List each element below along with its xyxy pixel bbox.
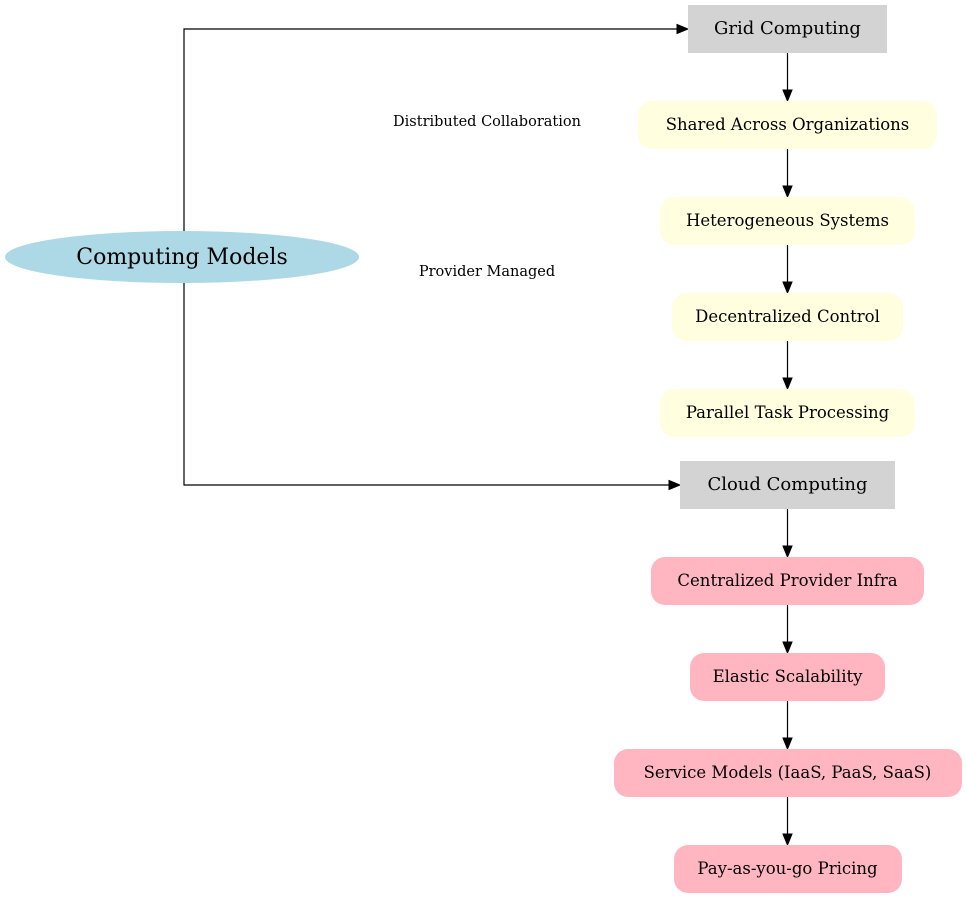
node-label: Grid Computing: [714, 18, 861, 39]
arrowhead-icon: [782, 737, 793, 751]
edges-grid-chain: [782, 53, 793, 391]
node-label: Heterogeneous Systems: [686, 211, 889, 230]
arrowhead-icon: [782, 281, 793, 295]
node-grid-computing[interactable]: Grid Computing: [688, 5, 887, 53]
node-centralized-provider-infra[interactable]: Centralized Provider Infra: [651, 557, 924, 605]
arrowhead-icon: [782, 833, 793, 847]
edges-cloud-chain: [782, 509, 793, 847]
arrowhead-icon: [782, 377, 793, 391]
node-pay-as-you-go-pricing[interactable]: Pay-as-you-go Pricing: [674, 845, 902, 893]
node-elastic-scalability[interactable]: Elastic Scalability: [690, 653, 885, 701]
node-cloud-computing[interactable]: Cloud Computing: [680, 461, 895, 509]
node-label: Cloud Computing: [707, 474, 867, 495]
node-label: Shared Across Organizations: [666, 115, 910, 134]
edge-label-provider-managed: Provider Managed: [419, 264, 555, 280]
node-label: Elastic Scalability: [713, 667, 864, 686]
node-label: Decentralized Control: [695, 307, 880, 326]
node-computing-models[interactable]: Computing Models: [5, 231, 359, 283]
node-label: Parallel Task Processing: [686, 403, 890, 422]
node-label: Computing Models: [76, 245, 288, 270]
arrowhead-icon: [668, 479, 682, 491]
node-heterogeneous-systems[interactable]: Heterogeneous Systems: [660, 197, 915, 245]
arrowhead-icon: [782, 545, 793, 559]
arrowhead-icon: [676, 23, 690, 35]
node-shared-across-organizations[interactable]: Shared Across Organizations: [638, 101, 937, 149]
edge-label-distributed-collaboration: Distributed Collaboration: [393, 114, 581, 130]
arrowhead-icon: [782, 185, 793, 199]
node-label: Service Models (IaaS, PaaS, SaaS): [644, 763, 932, 782]
edge-root-to-grid: [183, 23, 690, 231]
node-parallel-task-processing[interactable]: Parallel Task Processing: [660, 389, 915, 437]
node-label: Centralized Provider Infra: [677, 571, 897, 590]
node-service-models[interactable]: Service Models (IaaS, PaaS, SaaS): [614, 749, 962, 797]
arrowhead-icon: [782, 89, 793, 103]
arrowhead-icon: [782, 641, 793, 655]
node-label: Pay-as-you-go Pricing: [697, 859, 878, 878]
edge-root-to-cloud: [183, 283, 682, 491]
node-decentralized-control[interactable]: Decentralized Control: [672, 293, 903, 341]
